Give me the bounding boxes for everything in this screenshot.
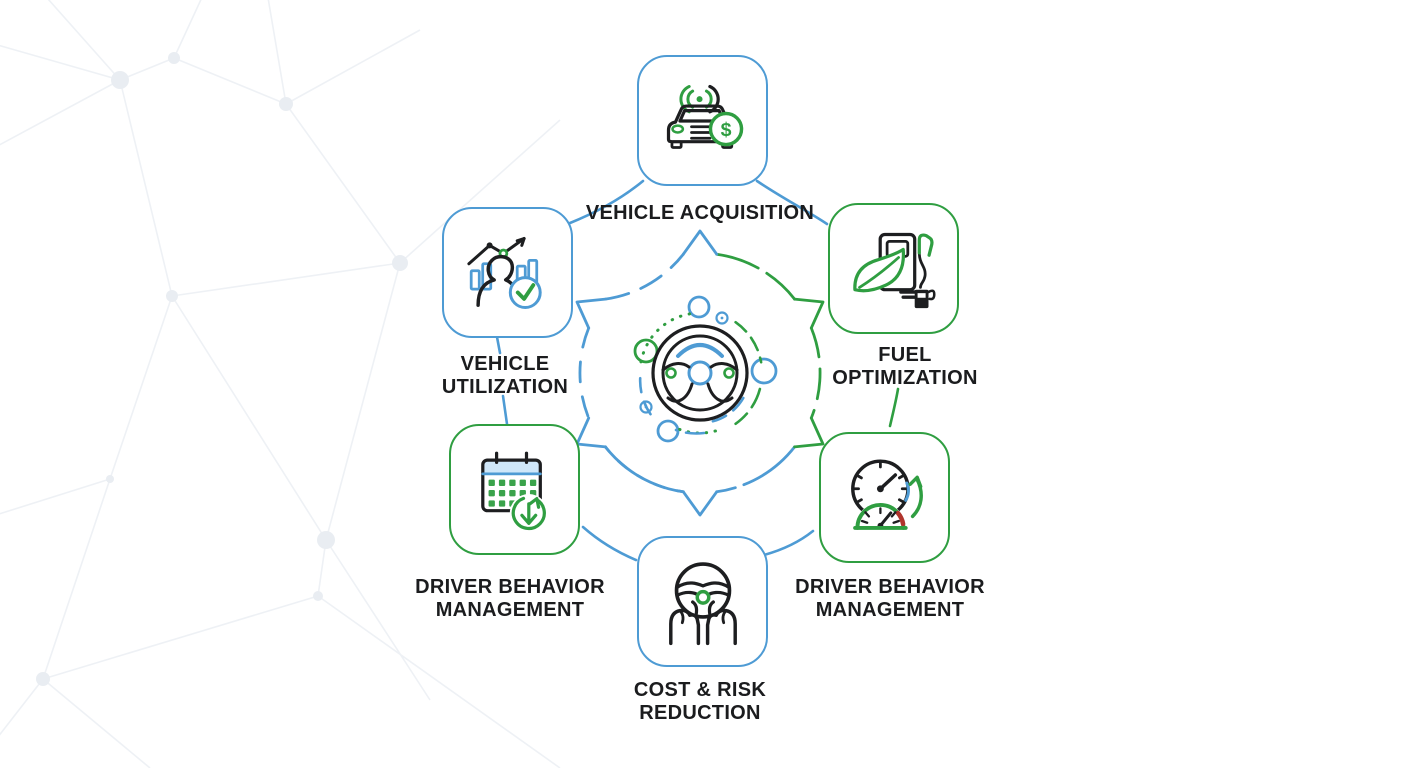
- label-line: OPTIMIZATION: [832, 367, 978, 389]
- label-line: FUEL: [878, 344, 932, 366]
- svg-text:$: $: [720, 118, 731, 140]
- label-driver-behavior-left: DRIVER BEHAVIOR MANAGEMENT: [415, 576, 605, 622]
- label-line: VEHICLE ACQUISITION: [585, 202, 815, 224]
- label-line: MANAGEMENT: [815, 599, 965, 621]
- label-driver-behavior-right: DRIVER BEHAVIOR MANAGEMENT: [795, 576, 985, 622]
- label-line: UTILIZATION: [441, 376, 569, 398]
- calendar-schedule-icon: [480, 451, 548, 532]
- label-line: REDUCTION: [639, 702, 761, 724]
- cycle-ring: [575, 229, 825, 517]
- node-card-fuel-optimization: [828, 203, 959, 334]
- person-analytics-icon: [466, 236, 542, 309]
- hub-orbit-decor: [633, 295, 778, 443]
- node-card-vehicle-utilization: [442, 207, 573, 338]
- label-cost-risk-reduction: COST & RISK REDUCTION: [634, 679, 766, 725]
- node-connectors: [495, 179, 900, 562]
- steering-wheel-icon: [651, 324, 749, 422]
- label-line: MANAGEMENT: [435, 599, 585, 621]
- node-card-driver-behavior-left: [449, 424, 580, 555]
- hands-steering-wheel-icon: [668, 561, 737, 645]
- fuel-pump-leaf-icon: [852, 232, 936, 308]
- node-card-cost-risk-reduction: [637, 536, 768, 667]
- speedometer-icon: [850, 458, 923, 530]
- connected-car-dollar-icon: $: [666, 84, 743, 149]
- node-card-driver-behavior-right: [819, 432, 950, 563]
- node-card-vehicle-acquisition: $: [637, 55, 768, 186]
- label-fuel-optimization: FUEL OPTIMIZATION: [832, 344, 977, 390]
- label-line: VEHICLE: [460, 353, 550, 375]
- label-line: DRIVER BEHAVIOR: [415, 576, 605, 598]
- label-line: DRIVER BEHAVIOR: [795, 576, 985, 598]
- label-vehicle-utilization: VEHICLE UTILIZATION: [442, 353, 568, 399]
- label-vehicle-acquisition: VEHICLE ACQUISITION: [586, 202, 814, 225]
- label-line: COST & RISK: [633, 679, 767, 701]
